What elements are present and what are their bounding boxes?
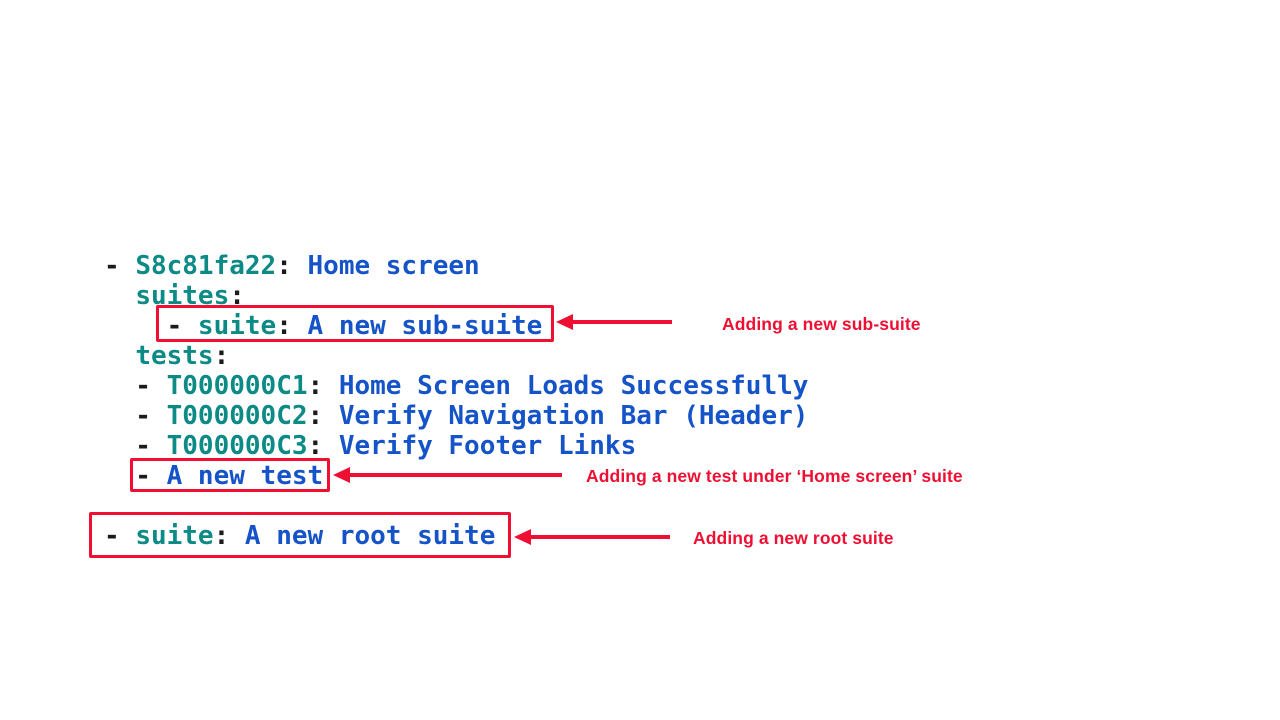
annotation-root-suite: Adding a new root suite bbox=[693, 528, 894, 548]
annotation-new-test: Adding a new test under ‘Home screen’ su… bbox=[586, 466, 963, 486]
yaml-code-block: - S8c81fa22: Home screen suites: - suite… bbox=[104, 251, 808, 551]
code-line: - T000000C1: Home Screen Loads Successfu… bbox=[104, 371, 808, 401]
arrow-shaft bbox=[531, 535, 670, 539]
code-segment-key: suite bbox=[135, 521, 214, 551]
code-segment-key: S8c81fa22 bbox=[135, 251, 277, 281]
code-segment-value: Verify Footer Links bbox=[323, 431, 637, 461]
code-segment-punct: - bbox=[104, 371, 167, 401]
highlight-box-root-suite bbox=[89, 512, 511, 558]
code-line: - A new test bbox=[104, 461, 808, 491]
code-segment-punct: : bbox=[307, 431, 324, 461]
code-segment-punct bbox=[104, 341, 135, 371]
code-segment-key: T000000C2 bbox=[166, 401, 308, 431]
code-segment-key: T000000C1 bbox=[166, 371, 308, 401]
arrow-sub-suite bbox=[556, 314, 672, 330]
code-segment-value: A new sub-suite bbox=[291, 311, 543, 341]
code-segment-value: A new test bbox=[166, 461, 324, 491]
code-segment-value: Home Screen Loads Successfully bbox=[323, 371, 809, 401]
code-line: - T000000C2: Verify Navigation Bar (Head… bbox=[104, 401, 808, 431]
code-segment-punct: : bbox=[229, 281, 245, 311]
code-segment-punct: : bbox=[213, 521, 230, 551]
code-segment-key: suite bbox=[197, 311, 277, 341]
code-line: - S8c81fa22: Home screen bbox=[104, 251, 808, 281]
code-segment-punct: - bbox=[104, 401, 167, 431]
code-segment-punct: - bbox=[104, 521, 136, 551]
code-segment-value: Verify Navigation Bar (Header) bbox=[323, 401, 809, 431]
code-segment-key: tests bbox=[135, 341, 214, 371]
code-line: tests: bbox=[104, 341, 808, 371]
highlight-box-new-test bbox=[130, 458, 330, 492]
arrow-left-icon bbox=[333, 467, 350, 483]
code-segment-value: Home screen bbox=[291, 251, 480, 281]
code-line: - suite: A new root suite bbox=[104, 521, 808, 551]
code-segment-punct: - bbox=[104, 311, 198, 341]
arrow-new-test bbox=[333, 467, 562, 483]
code-segment-punct: - bbox=[104, 251, 136, 281]
code-segment-punct: : bbox=[276, 311, 292, 341]
arrow-shaft bbox=[350, 473, 562, 477]
code-segment-value: A new root suite bbox=[229, 521, 496, 551]
annotation-sub-suite: Adding a new sub-suite bbox=[722, 314, 921, 334]
arrow-left-icon bbox=[514, 529, 531, 545]
code-segment-punct: - bbox=[104, 461, 167, 491]
code-line: - T000000C3: Verify Footer Links bbox=[104, 431, 808, 461]
highlight-box-sub-suite bbox=[156, 305, 554, 342]
code-segment-punct: : bbox=[307, 371, 324, 401]
arrow-root-suite bbox=[514, 529, 670, 545]
code-segment-punct bbox=[104, 281, 135, 311]
code-segment-punct: - bbox=[104, 431, 167, 461]
code-segment-key: T000000C3 bbox=[166, 431, 308, 461]
arrow-shaft bbox=[573, 320, 672, 324]
code-segment-punct: : bbox=[213, 341, 230, 371]
arrow-left-icon bbox=[556, 314, 573, 330]
code-line: - suite: A new sub-suite bbox=[104, 311, 808, 341]
code-segment-punct: : bbox=[276, 251, 292, 281]
code-segment-punct: : bbox=[307, 401, 324, 431]
